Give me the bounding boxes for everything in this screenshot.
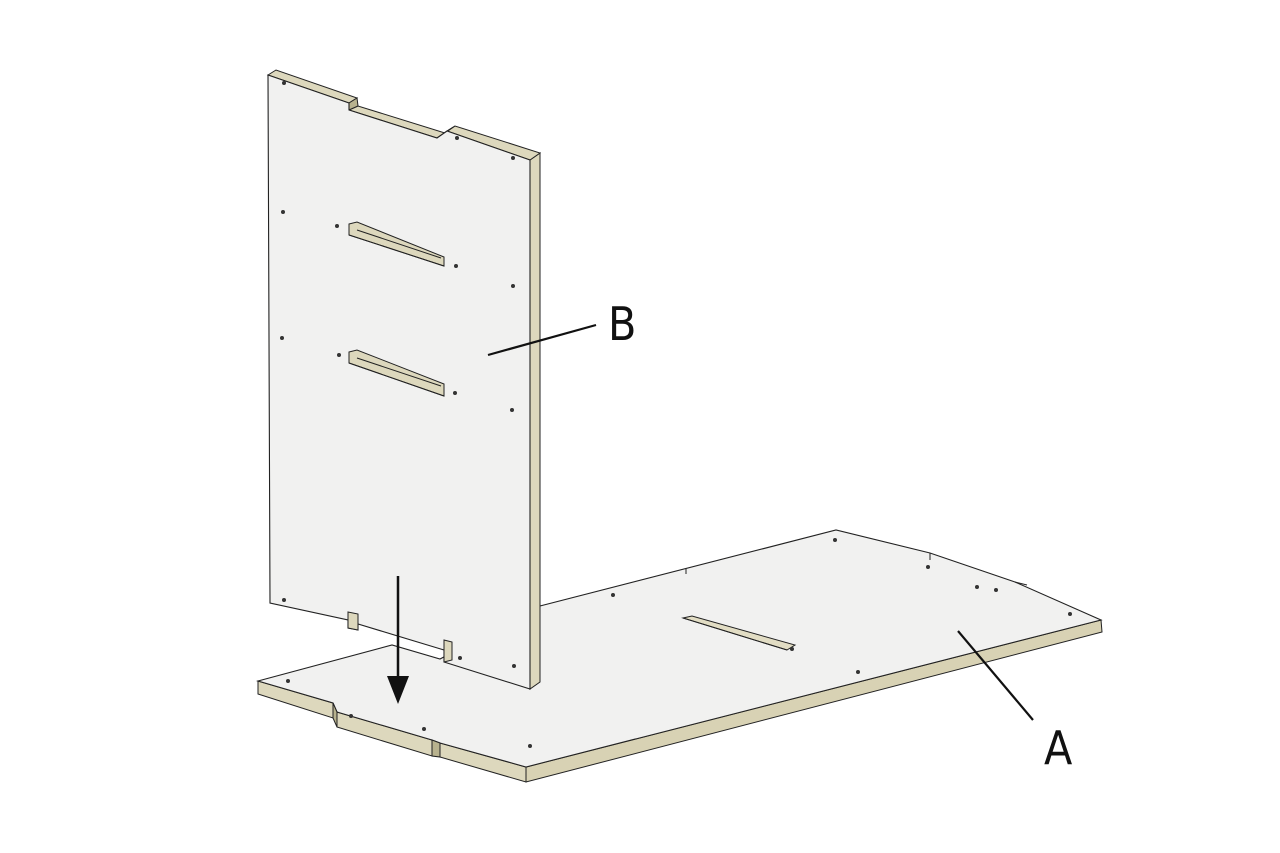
panel-b-holes [280, 81, 516, 668]
panel-a [255, 529, 1103, 783]
label-a: A [1044, 721, 1072, 775]
panel-b [266, 69, 542, 690]
callout-a: A [957, 630, 1072, 775]
down-arrow-icon [387, 576, 409, 704]
panel-a-front-notch-1 [332, 702, 338, 728]
panel-b-upper-slot [348, 221, 445, 267]
panel-b-lower-slot [348, 349, 445, 397]
panel-b-bottom-tab-2 [443, 639, 453, 663]
leader-line-b [487, 323, 597, 357]
panel-a-holes [286, 538, 1072, 748]
panel-b-side-edge [529, 152, 541, 690]
label-b: B [608, 297, 636, 351]
panel-a-front-notch-2 [431, 739, 441, 758]
leader-line-a [957, 630, 1034, 721]
panel-a-slot [681, 615, 797, 651]
panel-b-bottom-tab-1 [347, 611, 359, 631]
callout-b: B [487, 297, 636, 357]
